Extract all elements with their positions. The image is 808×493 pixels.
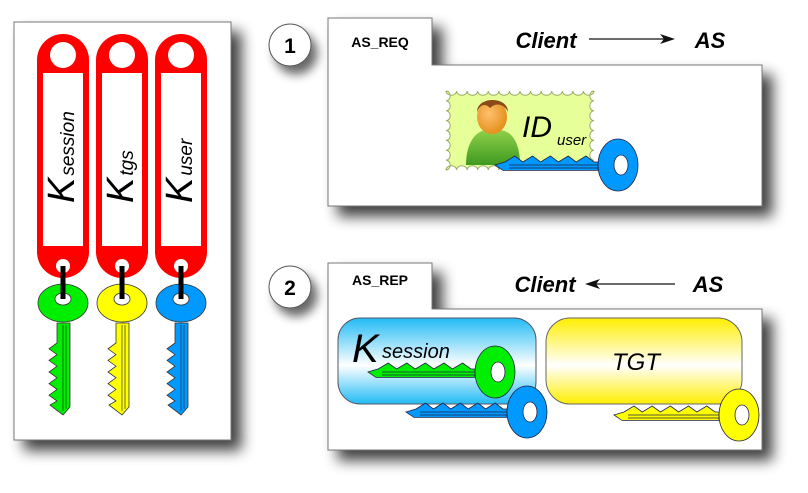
step-number: 2 (284, 277, 296, 300)
user-avatar-icon (466, 100, 520, 165)
step-number-badge (268, 23, 312, 67)
key-session-icon (37, 283, 89, 416)
sender-label: Client (515, 28, 578, 53)
step-1-panel: 1 AS_REQ Client AS ID user (268, 17, 763, 207)
tag-label: Ktgs (100, 150, 142, 203)
step-2-panel: 2 AS_REP Client AS K session TGT (268, 262, 763, 451)
direction-arrow-left (585, 279, 675, 289)
receiver-label: AS (694, 28, 726, 53)
key-tag-user: Kuser (155, 34, 207, 416)
tgt-box: TGT (545, 317, 760, 442)
tag-label-window (102, 73, 142, 246)
receiver-label: Client (514, 272, 577, 297)
tag-hole (168, 42, 194, 68)
tag-label-window (161, 73, 201, 246)
step-number-badge (268, 265, 312, 309)
keychain-card: Ksession Ktgs Kuser (13, 21, 232, 441)
tgs-key-icon (613, 388, 760, 442)
step-number: 1 (284, 35, 296, 58)
user-key-icon (405, 385, 548, 439)
stamp-label-sub: user (557, 132, 587, 149)
session-key-label-sub: session (382, 341, 450, 363)
key-tgs-icon (96, 283, 148, 416)
key-user-icon (155, 283, 207, 416)
key-icon (494, 138, 639, 192)
sender-label: AS (692, 272, 724, 297)
tag-hole (50, 42, 76, 68)
tag-hole (109, 42, 135, 68)
session-key-label-base: K (352, 327, 381, 371)
direction-arrow-right (589, 34, 675, 44)
message-type-tab: AS_REP (352, 272, 408, 288)
key-tag-tgs: Ktgs (96, 34, 148, 416)
id-user-stamp: ID user (445, 90, 595, 171)
message-type-tab: AS_REQ (351, 34, 409, 50)
tag-label: Ksession (41, 111, 83, 203)
key-tag-session: Ksession (37, 34, 89, 416)
tag-label: Kuser (159, 138, 201, 203)
session-key-icon (367, 345, 516, 399)
stamp-label-base: ID (522, 111, 552, 144)
session-key-box: K session (337, 317, 537, 405)
tgt-label: TGT (612, 349, 662, 376)
tag-label-window (43, 73, 83, 246)
